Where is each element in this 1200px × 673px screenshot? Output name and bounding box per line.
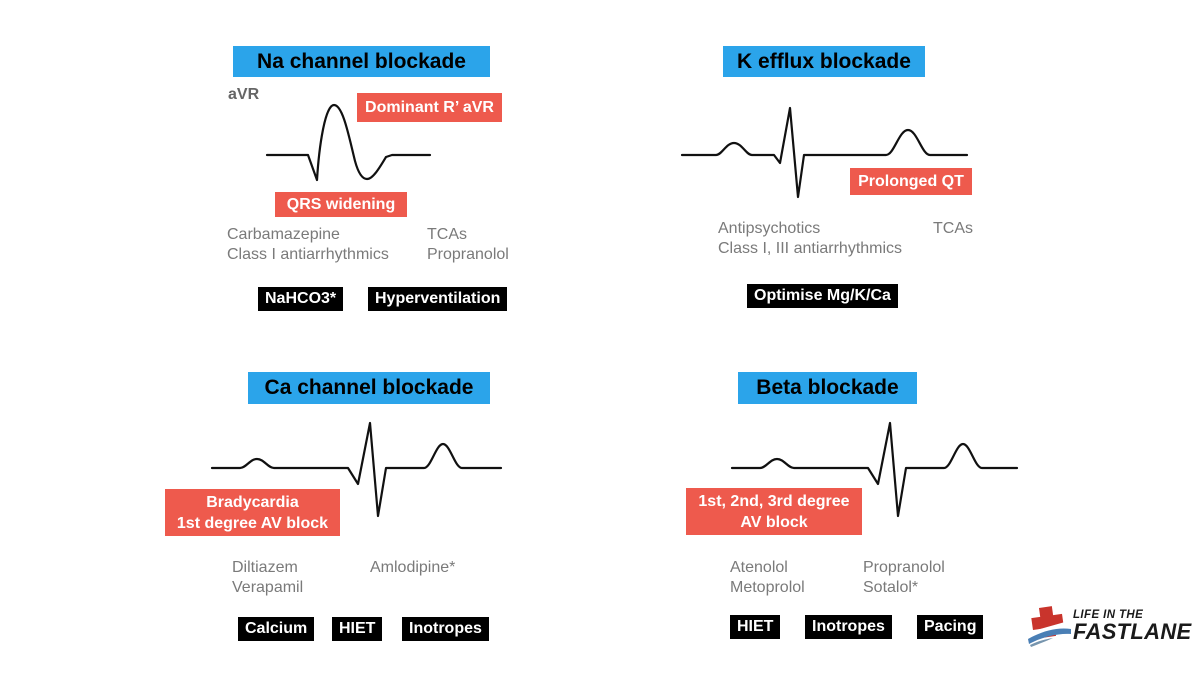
na-badge-qrs-widening: QRS widening bbox=[275, 192, 407, 217]
drug-name: Antipsychotics bbox=[718, 220, 821, 237]
badge-line: 1st degree AV block bbox=[176, 514, 329, 532]
badge-line: QRS widening bbox=[286, 196, 396, 213]
badge-line: 1st, 2nd, 3rd degree bbox=[698, 492, 850, 510]
k-drug-column-2: TCAs bbox=[933, 219, 973, 239]
na-drug-column-2: TCAs Propranolol bbox=[427, 225, 509, 265]
treatment-optimise-mg-k-ca: Optimise Mg/K/Ca bbox=[747, 284, 898, 308]
na-ecg-waveform bbox=[265, 103, 432, 182]
treatment-hiet-ca: HIET bbox=[332, 617, 383, 641]
drug-name: Diltiazem bbox=[232, 559, 298, 576]
drug-name: Class I, III antiarrhythmics bbox=[718, 240, 903, 257]
drug-name: Propranolol bbox=[863, 559, 945, 576]
litfl-logo: LIFE IN THE FASTLANE bbox=[1026, 604, 1192, 648]
ca-panel-title: Ca channel blockade bbox=[248, 372, 490, 404]
badge-line: Bradycardia bbox=[206, 493, 299, 511]
beta-drug-column-1: Atenolol Metoprolol bbox=[730, 558, 805, 598]
drug-name: Amlodipine* bbox=[370, 559, 456, 576]
na-badge-dominant-r-avr: Dominant R’ aVR bbox=[357, 93, 502, 122]
na-drug-column-1: Carbamazepine Class I antiarrhythmics bbox=[227, 225, 389, 265]
treatment-hyperventilation: Hyperventilation bbox=[368, 287, 508, 311]
treatment-calcium: Calcium bbox=[238, 617, 315, 641]
treatment-inotropes-beta: Inotropes bbox=[805, 615, 892, 639]
drug-name: Verapamil bbox=[232, 579, 304, 596]
litfl-logo-text: LIFE IN THE FASTLANE bbox=[1073, 604, 1192, 645]
logo-line-2: FASTLANE bbox=[1073, 619, 1192, 644]
k-ecg-waveform bbox=[680, 106, 969, 199]
treatment-nahco3: NaHCO3* bbox=[258, 287, 344, 311]
na-lead-label: aVR bbox=[228, 86, 260, 103]
drug-name: Class I antiarrhythmics bbox=[227, 246, 389, 263]
ca-badge-bradycardia-av-block: Bradycardia 1st degree AV block bbox=[165, 489, 340, 536]
logo-line-1: LIFE IN THE bbox=[1073, 609, 1144, 621]
litfl-logo-icon bbox=[1026, 606, 1072, 647]
beta-drug-column-2: Propranolol Sotalol* bbox=[863, 558, 945, 598]
beta-panel-title: Beta blockade bbox=[738, 372, 917, 404]
treatment-inotropes-ca: Inotropes bbox=[402, 617, 489, 641]
treatment-hiet-beta: HIET bbox=[730, 615, 781, 639]
treatment-pacing: Pacing bbox=[917, 615, 984, 639]
ca-ecg-waveform bbox=[210, 421, 503, 518]
ca-drug-column-1: Diltiazem Verapamil bbox=[232, 558, 303, 598]
beta-ecg-waveform bbox=[730, 421, 1019, 518]
badge-line: Dominant R’ aVR bbox=[365, 99, 494, 116]
k-badge-prolonged-qt: Prolonged QT bbox=[850, 168, 972, 195]
drug-name: Metoprolol bbox=[730, 579, 805, 596]
na-panel-title: Na channel blockade bbox=[233, 46, 490, 77]
drug-name: Sotalol* bbox=[863, 579, 919, 596]
drug-name: Atenolol bbox=[730, 559, 788, 576]
k-panel-title: K efflux blockade bbox=[723, 46, 925, 77]
drug-name: TCAs bbox=[427, 226, 467, 243]
beta-badge-av-block-degrees: 1st, 2nd, 3rd degree AV block bbox=[686, 488, 862, 535]
ca-drug-column-2: Amlodipine* bbox=[370, 558, 455, 578]
drug-name: Carbamazepine bbox=[227, 226, 340, 243]
drug-name: TCAs bbox=[933, 220, 973, 237]
drug-name: Propranolol bbox=[427, 246, 509, 263]
k-drug-column-1: Antipsychotics Class I, III antiarrhythm… bbox=[718, 219, 902, 259]
badge-line: Prolonged QT bbox=[858, 173, 964, 190]
badge-line: AV block bbox=[740, 513, 808, 531]
